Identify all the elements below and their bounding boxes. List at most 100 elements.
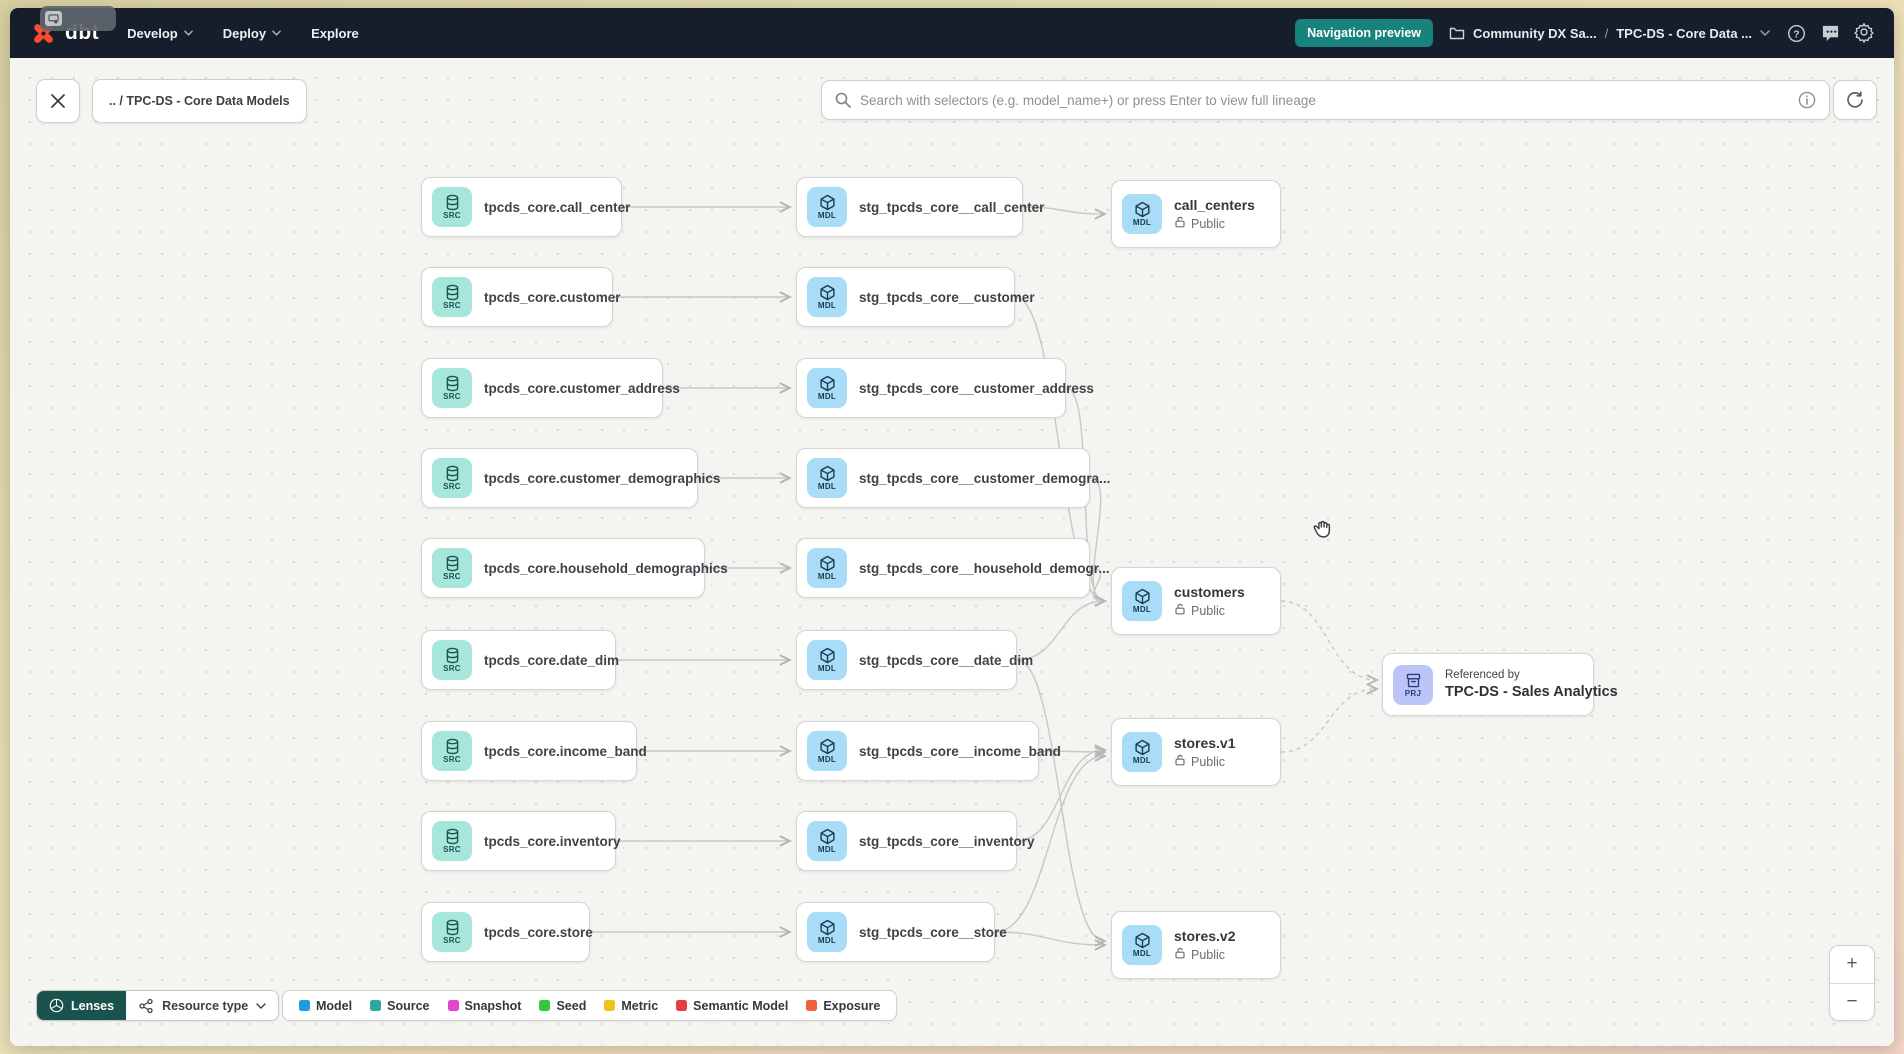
src-badge: SRC bbox=[432, 277, 472, 317]
node-label: tpcds_core.household_demographics bbox=[484, 560, 728, 576]
src-badge: SRC bbox=[432, 640, 472, 680]
src-badge: SRC bbox=[432, 368, 472, 408]
path-separator: / bbox=[1604, 25, 1609, 41]
help-icon[interactable]: ? bbox=[1786, 23, 1806, 43]
lineage-canvas[interactable]: .. / TPC-DS - Core Data Models SRCtpcds_… bbox=[10, 58, 1894, 1046]
node-label: tpcds_core.inventory bbox=[484, 833, 621, 849]
resource-type-icon bbox=[139, 998, 153, 1013]
node-label: stg_tpcds_core__customer bbox=[859, 289, 1035, 305]
monitor-icon bbox=[45, 11, 62, 26]
node-label: tpcds_core.date_dim bbox=[484, 652, 620, 668]
search-icon bbox=[835, 92, 851, 108]
node-label: stg_tpcds_core__date_dim bbox=[859, 652, 1034, 668]
lineage-edge bbox=[994, 756, 1104, 933]
lineage-search-bar[interactable] bbox=[821, 80, 1830, 120]
chevron-down-icon bbox=[183, 30, 193, 36]
src-badge: SRC bbox=[432, 731, 472, 771]
refresh-icon bbox=[1847, 91, 1863, 108]
lock-open-icon bbox=[1174, 603, 1186, 618]
chevron-down-icon bbox=[256, 1002, 266, 1009]
refresh-lineage-button[interactable] bbox=[1833, 80, 1877, 120]
nav-deploy[interactable]: Deploy bbox=[223, 26, 281, 41]
info-icon[interactable] bbox=[1798, 91, 1816, 109]
lenses-aperture-icon bbox=[49, 998, 64, 1013]
close-icon bbox=[51, 94, 65, 108]
mdl-badge: MDL bbox=[807, 912, 847, 952]
app-window: dbt Develop Deploy Explore bbox=[10, 8, 1894, 1046]
top-nav-bar: dbt Develop Deploy Explore bbox=[10, 8, 1894, 58]
lineage-edge bbox=[1016, 601, 1104, 661]
access-badge: Public bbox=[1174, 754, 1235, 769]
mdl-badge: MDL bbox=[1122, 194, 1162, 234]
navigation-preview-badge[interactable]: Navigation preview bbox=[1295, 19, 1434, 47]
node-label: stg_tpcds_core__household_demogr... bbox=[859, 560, 1110, 576]
source-node[interactable]: SRC tpcds_core.call_center bbox=[421, 177, 630, 237]
search-input[interactable] bbox=[860, 92, 1789, 108]
source-node[interactable]: SRC tpcds_core.date_dim bbox=[421, 630, 620, 690]
legend-item: Source bbox=[370, 999, 430, 1013]
lenses-button[interactable]: Lenses bbox=[37, 991, 127, 1020]
prj-badge: PRJ bbox=[1393, 664, 1433, 705]
node-label: stg_tpcds_core__inventory bbox=[859, 833, 1035, 849]
node-label: tpcds_core.call_center bbox=[484, 199, 631, 215]
lineage-breadcrumb-chip[interactable]: .. / TPC-DS - Core Data Models bbox=[92, 79, 307, 123]
src-badge: SRC bbox=[432, 187, 472, 227]
lineage-edge bbox=[994, 931, 1104, 945]
lineage-edge bbox=[1016, 659, 1104, 941]
resource-type-button[interactable]: Resource type bbox=[126, 991, 279, 1020]
zoom-controls: + − bbox=[1829, 945, 1875, 1021]
zoom-out-button[interactable]: − bbox=[1830, 983, 1874, 1020]
legend-item: Metric bbox=[604, 999, 658, 1013]
mdl-badge: MDL bbox=[1122, 925, 1162, 965]
legend-swatch bbox=[539, 1000, 551, 1011]
lineage-edge bbox=[1016, 750, 1104, 842]
node-label: stg_tpcds_core__income_band bbox=[859, 743, 1061, 759]
legend-swatch bbox=[370, 1000, 382, 1011]
project-breadcrumb[interactable]: Community DX Sa... / TPC-DS - Core Data … bbox=[1449, 26, 1770, 41]
close-lineage-button[interactable] bbox=[36, 79, 80, 123]
lineage-edge bbox=[1280, 689, 1376, 753]
feedback-icon[interactable] bbox=[1820, 23, 1840, 43]
zoom-in-button[interactable]: + bbox=[1830, 946, 1874, 983]
account-name[interactable]: Community DX Sa... bbox=[1473, 25, 1597, 41]
nav-develop[interactable]: Develop bbox=[127, 26, 193, 41]
chevron-down-icon[interactable] bbox=[1760, 30, 1770, 36]
node-label: stg_tpcds_core__call_center bbox=[859, 199, 1045, 215]
folder-icon bbox=[1449, 27, 1465, 40]
nav-explore[interactable]: Explore bbox=[311, 25, 359, 41]
lock-open-icon bbox=[1174, 947, 1186, 962]
legend-item: Model bbox=[299, 999, 352, 1013]
access-badge: Public bbox=[1174, 216, 1255, 231]
node-label: tpcds_core.income_band bbox=[484, 743, 647, 759]
node-label: customers bbox=[1174, 584, 1245, 600]
screen-share-indicator-tab[interactable] bbox=[40, 6, 116, 31]
node-label: tpcds_core.customer_demographics bbox=[484, 470, 721, 486]
source-node[interactable]: SRC tpcds_core.income_band bbox=[421, 721, 647, 781]
legend-swatch bbox=[447, 1000, 459, 1011]
node-label: tpcds_core.customer_address bbox=[484, 380, 680, 396]
project-name[interactable]: TPC-DS - Core Data ... bbox=[1616, 25, 1752, 41]
node-label: tpcds_core.store bbox=[484, 924, 593, 940]
source-node[interactable]: SRC tpcds_core.customer_address bbox=[421, 358, 680, 418]
legend-item: Seed bbox=[539, 999, 586, 1013]
settings-gear-icon[interactable] bbox=[1854, 23, 1874, 43]
